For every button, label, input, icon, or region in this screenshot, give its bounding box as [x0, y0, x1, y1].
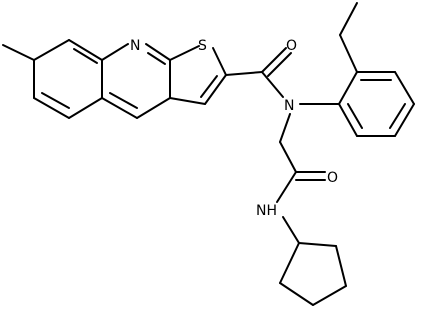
- carbonyl-oxygen-2-label: O: [327, 170, 338, 186]
- methyl-bond: [2, 44, 35, 61]
- bond: [169, 45, 200, 61]
- bond-lines: [2, 2, 415, 306]
- bond: [33, 97, 70, 119]
- bond: [261, 47, 287, 73]
- bond: [389, 103, 406, 129]
- bond: [101, 97, 138, 119]
- bond: [394, 71, 415, 105]
- bond: [276, 171, 297, 203]
- bond: [298, 242, 337, 247]
- bond: [109, 92, 138, 109]
- bond: [279, 141, 297, 173]
- bond: [145, 43, 171, 61]
- ring-sulfur-label: S: [198, 38, 207, 54]
- carbonyl-oxygen-label: O: [286, 38, 297, 54]
- bond: [267, 52, 292, 77]
- bond: [73, 48, 98, 64]
- amine-nh-label: NH: [256, 203, 277, 219]
- bond: [282, 216, 300, 244]
- ring-nitrogen-label: N: [130, 38, 140, 54]
- bond: [394, 103, 415, 137]
- bond: [338, 71, 358, 105]
- bond: [279, 242, 300, 284]
- amide-nitrogen-label: N: [284, 98, 294, 114]
- bond: [312, 285, 347, 306]
- bond: [204, 74, 227, 105]
- bond: [169, 97, 206, 105]
- bond: [212, 47, 227, 76]
- bond: [68, 97, 103, 119]
- bond: [200, 75, 218, 98]
- bond: [101, 43, 129, 61]
- bond: [68, 39, 103, 61]
- bond: [41, 92, 70, 109]
- ethyl-bond: [339, 34, 358, 73]
- bond: [147, 52, 166, 65]
- bond: [338, 103, 358, 137]
- bond: [335, 245, 347, 287]
- bond: [279, 282, 314, 306]
- ethyl-bond: [339, 2, 358, 36]
- bond: [225, 71, 263, 76]
- bond: [347, 103, 363, 129]
- bond: [261, 71, 284, 98]
- bond: [136, 97, 171, 119]
- bond: [33, 39, 70, 61]
- bond: [279, 113, 291, 143]
